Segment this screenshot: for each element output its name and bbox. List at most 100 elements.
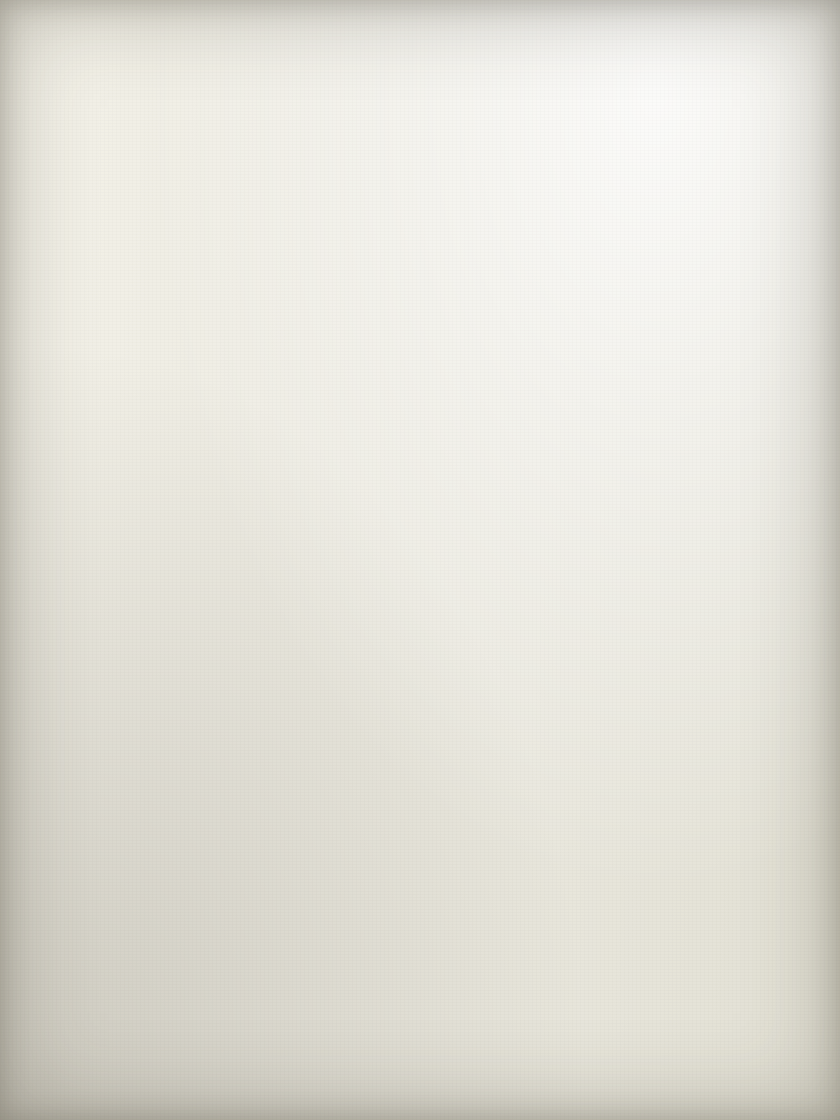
profile-label-12-line2: ELEV = 30.69 bbox=[56, 640, 98, 647]
callout-14-line2: SS Manhole bbox=[150, 329, 205, 340]
offset-19-52: 19'52.61' bbox=[370, 44, 401, 53]
offset-90-62: +90.62 bbox=[790, 316, 799, 341]
profile-label-7-line1: PVCC 9+81.88 bbox=[2, 382, 47, 389]
callout-3-line1: Reqd. CB-07 bbox=[150, 153, 208, 164]
offset-80-47: +80.47 bbox=[296, 968, 323, 981]
callout-13-line2: Top 28.76 bbox=[150, 813, 194, 824]
plan-bubble-9[interactable]: 9 bbox=[310, 176, 326, 190]
plan-bubble-8[interactable]: 8 bbox=[310, 414, 328, 428]
offset-14-48: +14.48 bbox=[370, 808, 397, 821]
bearing-0: N6°06'00"E - 152.51' bbox=[526, 300, 536, 382]
leader-note-plug-tee: Reqd. Plug Tee bbox=[270, 604, 340, 615]
break-line-label: BREAK LINE bbox=[676, 1010, 717, 1017]
callout-14-line3: Top 33.00 bbox=[150, 341, 194, 352]
callout-1-line2: Gut 30.24 bbox=[150, 63, 194, 74]
right-note-relocate-fence2: Ornamental Fence bbox=[700, 279, 767, 288]
profile-label-1-line2: ELEV = 30.82 bbox=[24, 148, 66, 155]
callout-sta-1: 9+03 bbox=[184, 38, 206, 49]
profile-label-6-line2: EL = 34.27 bbox=[70, 360, 103, 367]
temp-constr-servitude: Reqd. Temporary Construction Servitude bbox=[601, 960, 610, 1109]
profile-grade-5: 1.5% bbox=[96, 375, 104, 389]
station-9-00-left: 9+00 bbox=[135, 108, 149, 135]
callout-2-line2: 44'@0.20% bbox=[148, 119, 198, 130]
callout-1-line1: Reqd. CB-09 bbox=[150, 51, 208, 62]
offset-25-46: 25.46'RT bbox=[356, 858, 387, 867]
offset-64-06: +64.06 bbox=[560, 940, 587, 950]
rl-note-silt: Reqd. Silt Fencing bbox=[688, 757, 763, 767]
aband-label-2: ABAND. 6" bbox=[371, 526, 380, 566]
profile-grade-line bbox=[0, 0, 160, 1120]
profile-label-10-line2: ELEV = 34.03 bbox=[0, 528, 42, 535]
callout-12-sta: 10+61 bbox=[186, 648, 214, 659]
curve-data-row-2: T = 73.49' bbox=[757, 808, 766, 844]
ramp-note-guy-niche: Utility Guy Niche bbox=[262, 818, 339, 829]
profile-label-14-line1: CIRCULATORY WIDTH bbox=[10, 715, 82, 722]
profile-label-12-line1: BOC STA. 10+52.63 bbox=[42, 629, 103, 636]
callout-13-sta: 10+96 bbox=[186, 788, 214, 799]
ssmh-row-0: Top=30.64 bbox=[507, 322, 514, 355]
offset-81-88: +81.88 bbox=[440, 444, 467, 454]
profile-label-15-line1: END CONCRETE bbox=[22, 976, 76, 983]
hydrant-note-line2: Reqd. Adjust bbox=[150, 526, 209, 537]
owner-label-verlander: KOLLEEN DANIELLE BOWEN VERLANDER LOT 2D bbox=[809, 30, 819, 243]
ssmh-title: SSMH (4689) bbox=[498, 322, 505, 363]
ramp-note-relocate-pp: Relocate PP bbox=[288, 752, 344, 763]
offset-78-64: +78.64 bbox=[605, 124, 614, 149]
bearing-3: N36°10'48"W -406.53' bbox=[640, 496, 727, 506]
profile-label-14-line2: PVC 10+81.17 bbox=[18, 725, 62, 732]
offset-05-48: +05.48 bbox=[392, 728, 419, 741]
ramp-note-relocate-pp-2: (By Others) bbox=[292, 764, 345, 775]
offset-28-34: 28.34'LT bbox=[628, 116, 637, 146]
callout-bubble-14[interactable]: 14 bbox=[150, 288, 174, 304]
leader-note-atmos-gas: Atmos. Gas bbox=[280, 69, 334, 80]
offset-35-68: 35.68'RT bbox=[386, 740, 417, 749]
exist-rw-label: Exist. R/W bbox=[640, 18, 683, 28]
profile-label-10-line1: PVT 10+18.13 bbox=[2, 517, 45, 524]
plan-bubble-6b[interactable]: 6 bbox=[254, 556, 270, 570]
callout-sta-3: 9+07 bbox=[184, 140, 206, 151]
ssmh-row-1: Inv=24.54 bbox=[515, 322, 522, 352]
profile-cb-bubble[interactable]: 1 bbox=[40, 116, 58, 131]
right-note-reserve: Reqd. 1' Reserve Strip bbox=[700, 244, 781, 253]
exist-label-bottom: Exist. bbox=[470, 1108, 488, 1115]
profile-label-6-line1: PVI 9+64.62 bbox=[66, 348, 103, 355]
plan-bubble-12[interactable]: 12 bbox=[278, 543, 302, 559]
profile-pgl-top: P.G.L. bbox=[26, 88, 33, 105]
profile-label-11-line1: PVI 10+36.38 bbox=[68, 578, 109, 585]
pc-12-16: PC 12+16.67 bbox=[740, 1110, 785, 1119]
rl-note-hdpe: 2-4"HDPEx54' bbox=[706, 732, 764, 742]
right-note-util-serv: Reqd. 5' Utility Servitude bbox=[696, 230, 785, 239]
profile-label-0-line2: STA. 8+80.89 bbox=[36, 19, 140, 30]
pc-10-18: PC 10+18.13 bbox=[668, 524, 713, 533]
water-6in-label: 6" WATER bbox=[381, 566, 388, 599]
profile-label-13-line1: BOC STA. 10+61.12 bbox=[28, 655, 89, 662]
rl-note-fh-valve: Reqd. FH & Valve bbox=[722, 718, 793, 728]
plan-bubble-9b[interactable]: 9 bbox=[714, 790, 730, 804]
profile-label-3-line1: CIRCULATORY WIDTH bbox=[16, 181, 88, 188]
right-note-tree-detail: See Tree Protection Detail bbox=[688, 216, 782, 225]
callout-12-line1: Reqd. 24"SDPx98' bbox=[150, 661, 233, 672]
hydrant-note-line5: To Match bbox=[150, 562, 192, 573]
plan-bubble-13[interactable]: 13 bbox=[352, 713, 376, 729]
leader-note-cl-fence: Reqd. 8' C.L. Fence bbox=[248, 646, 337, 657]
plan-bubble-3[interactable]: 3 bbox=[490, 118, 506, 132]
right-note-rw: Reqd. R/W bbox=[708, 256, 747, 265]
plan-bubble-6[interactable]: 6 bbox=[338, 692, 356, 706]
profile-pgl-bottom: P.G.L. bbox=[34, 846, 41, 863]
right-note-ramp2: Reqd. Curb Ramp (Type 2) bbox=[646, 103, 754, 113]
leader-note-station-site: 10'x10' Station Site bbox=[263, 81, 351, 92]
right-note-protected: (To Be Protected) bbox=[688, 206, 751, 215]
begin-concrete-note: BEGIN CONCRETE bbox=[706, 32, 785, 42]
offset-57-94: +57.94 bbox=[618, 120, 627, 145]
ramp-note-curb-9-l2: Ramp (Type 9) bbox=[304, 793, 370, 804]
offset-33-04: 33°04'48"RT bbox=[432, 432, 482, 442]
proj-adopt-label: PROJ. & ADOPT. bbox=[660, 512, 721, 521]
callout-14-sta: Sta 9+56 bbox=[150, 305, 190, 316]
right-note-sig-tree: Significant Tree bbox=[688, 196, 745, 205]
callout-square-2[interactable]: 2 bbox=[148, 264, 164, 278]
right-note-relocate-fence1: Relocate 8' bbox=[718, 268, 758, 277]
curve-data-row-3: R = 500.00' bbox=[747, 808, 756, 850]
curve-data-row-4: L = 145.93' bbox=[737, 808, 746, 849]
curve-data-row-0: PI 10+91.62 bbox=[777, 806, 786, 852]
